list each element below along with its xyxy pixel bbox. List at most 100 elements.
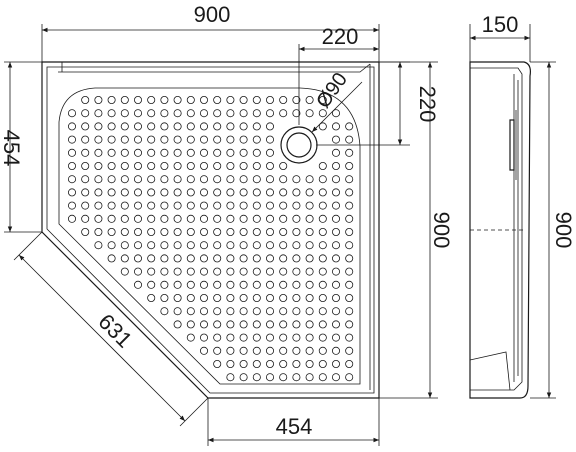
anti-slip-dot bbox=[173, 161, 182, 170]
anti-slip-dot bbox=[318, 320, 327, 329]
anti-slip-dot bbox=[292, 227, 301, 236]
anti-slip-dot bbox=[160, 135, 169, 144]
anti-slip-dot bbox=[318, 293, 327, 302]
anti-slip-dot bbox=[252, 175, 261, 184]
anti-slip-dot bbox=[279, 293, 288, 302]
anti-slip-dot bbox=[213, 333, 222, 342]
anti-slip-dot bbox=[94, 135, 103, 144]
anti-slip-dot bbox=[147, 293, 156, 302]
anti-slip-dot bbox=[213, 214, 222, 223]
anti-slip-dot bbox=[252, 148, 261, 157]
anti-slip-dot bbox=[107, 241, 116, 250]
anti-slip-dot bbox=[345, 307, 354, 316]
anti-slip-dot bbox=[147, 254, 156, 263]
anti-slip-dot bbox=[173, 135, 182, 144]
anti-slip-dot bbox=[199, 333, 208, 342]
anti-slip-dot bbox=[331, 214, 340, 223]
anti-slip-dot bbox=[186, 175, 195, 184]
anti-slip-dot bbox=[147, 161, 156, 170]
anti-slip-dot bbox=[345, 214, 354, 223]
anti-slip-dot bbox=[68, 135, 77, 144]
anti-slip-dot bbox=[173, 267, 182, 276]
anti-slip-dot bbox=[173, 148, 182, 157]
anti-slip-dot bbox=[81, 188, 90, 197]
anti-slip-dot bbox=[345, 135, 354, 144]
anti-slip-dot bbox=[68, 214, 77, 223]
drain bbox=[280, 126, 318, 164]
anti-slip-dot bbox=[107, 161, 116, 170]
anti-slip-dot bbox=[147, 241, 156, 250]
dim-right-height-label: 900 bbox=[429, 212, 454, 249]
anti-slip-dot bbox=[239, 293, 248, 302]
anti-slip-dot bbox=[279, 307, 288, 316]
anti-slip-dot bbox=[213, 254, 222, 263]
anti-slip-dot bbox=[318, 201, 327, 210]
anti-slip-dot bbox=[120, 227, 129, 236]
anti-slip-dot bbox=[107, 122, 116, 131]
anti-slip-dot bbox=[186, 214, 195, 223]
anti-slip-dot bbox=[107, 227, 116, 236]
anti-slip-dot bbox=[199, 293, 208, 302]
anti-slip-dot bbox=[331, 373, 340, 382]
anti-slip-dot bbox=[107, 254, 116, 263]
anti-slip-dot bbox=[199, 122, 208, 131]
anti-slip-dot bbox=[213, 307, 222, 316]
tray-flange bbox=[58, 62, 371, 390]
anti-slip-dot bbox=[279, 109, 288, 118]
anti-slip-dot bbox=[226, 359, 235, 368]
anti-slip-dot bbox=[318, 373, 327, 382]
anti-slip-dot bbox=[239, 373, 248, 382]
anti-slip-dot bbox=[186, 188, 195, 197]
anti-slip-dot bbox=[133, 109, 142, 118]
anti-slip-dot bbox=[292, 293, 301, 302]
anti-slip-dot bbox=[318, 346, 327, 355]
anti-slip-dot bbox=[160, 148, 169, 157]
anti-slip-dot bbox=[186, 161, 195, 170]
anti-slip-dot bbox=[318, 214, 327, 223]
anti-slip-dot bbox=[292, 201, 301, 210]
anti-slip-dot bbox=[160, 241, 169, 250]
anti-slip-dot bbox=[226, 135, 235, 144]
anti-slip-dot bbox=[265, 122, 274, 131]
anti-slip-dot bbox=[120, 148, 129, 157]
anti-slip-dot bbox=[94, 161, 103, 170]
anti-slip-dot bbox=[186, 135, 195, 144]
anti-slip-dot bbox=[133, 241, 142, 250]
dim-side-depth: 150 bbox=[469, 12, 531, 62]
anti-slip-dot bbox=[292, 280, 301, 289]
anti-slip-dot bbox=[107, 148, 116, 157]
anti-slip-dot bbox=[239, 346, 248, 355]
anti-slip-dot bbox=[305, 96, 314, 105]
anti-slip-dot bbox=[252, 96, 261, 105]
anti-slip-dot bbox=[147, 227, 156, 236]
anti-slip-dot bbox=[120, 254, 129, 263]
anti-slip-dot bbox=[186, 267, 195, 276]
anti-slip-dot bbox=[107, 109, 116, 118]
anti-slip-dot bbox=[160, 188, 169, 197]
anti-slip-dot bbox=[226, 241, 235, 250]
basin-recess bbox=[58, 87, 361, 385]
anti-slip-dot bbox=[292, 96, 301, 105]
anti-slip-dot bbox=[331, 227, 340, 236]
anti-slip-dot bbox=[265, 359, 274, 368]
anti-slip-dot bbox=[252, 161, 261, 170]
anti-slip-dot bbox=[331, 122, 340, 131]
anti-slip-dot bbox=[226, 333, 235, 342]
anti-slip-dot bbox=[305, 346, 314, 355]
anti-slip-dot bbox=[81, 109, 90, 118]
anti-slip-dot bbox=[133, 188, 142, 197]
anti-slip-dot bbox=[252, 280, 261, 289]
anti-slip-dot bbox=[252, 359, 261, 368]
anti-slip-dot bbox=[265, 188, 274, 197]
anti-slip-dot bbox=[199, 346, 208, 355]
anti-slip-dot bbox=[239, 109, 248, 118]
anti-slip-dot bbox=[292, 346, 301, 355]
anti-slip-dot bbox=[226, 188, 235, 197]
anti-slip-dot bbox=[239, 227, 248, 236]
dim-drain-diameter-label: Ø90 bbox=[312, 69, 352, 113]
anti-slip-dot bbox=[292, 333, 301, 342]
anti-slip-dot bbox=[252, 307, 261, 316]
anti-slip-dot bbox=[173, 320, 182, 329]
anti-slip-dot bbox=[173, 280, 182, 289]
anti-slip-dot bbox=[120, 161, 129, 170]
